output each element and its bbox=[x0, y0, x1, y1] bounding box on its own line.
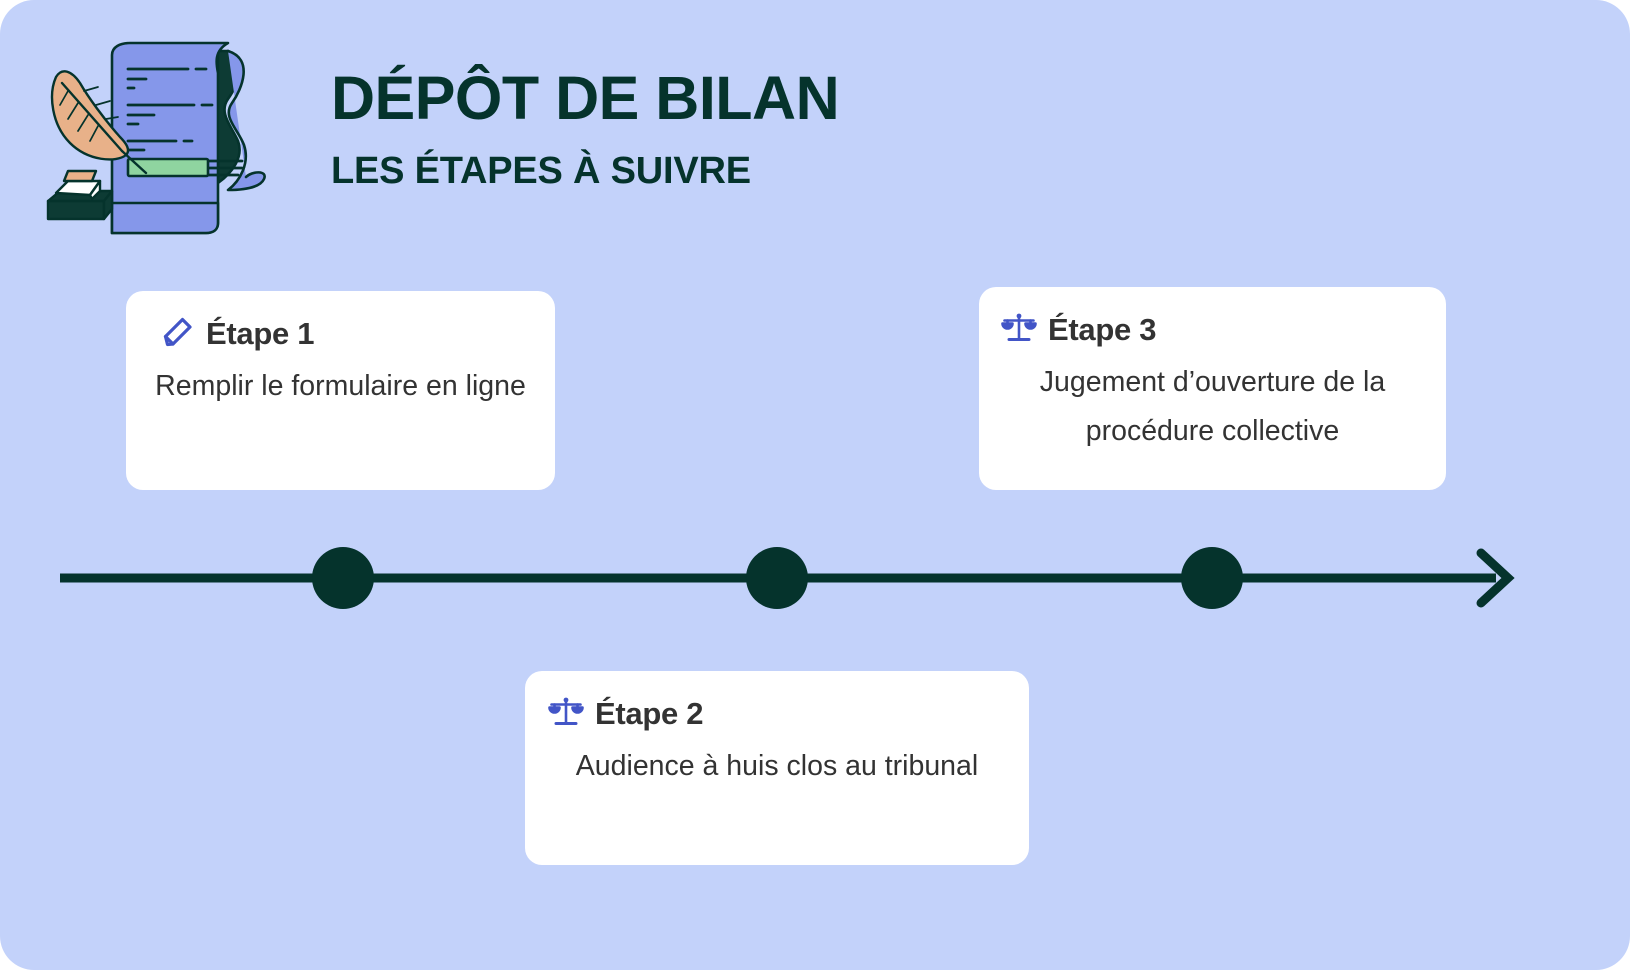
step-card-2: Étape 2 Audience à huis clos au tribunal bbox=[525, 671, 1029, 865]
header: DÉPÔT DE BILAN LES ÉTAPES À SUIVRE bbox=[331, 66, 1231, 192]
scales-of-justice-icon bbox=[1000, 310, 1038, 348]
timeline-dot-1 bbox=[312, 547, 374, 609]
step-card-1: Étape 1 Remplir le formulaire en ligne bbox=[126, 291, 555, 490]
timeline-dot-2 bbox=[746, 547, 808, 609]
step-card-3-body: Jugement d’ouverture de la procédure col… bbox=[1039, 366, 1386, 448]
timeline bbox=[0, 520, 1630, 640]
scales-of-justice-icon bbox=[547, 694, 585, 732]
step-card-1-header: Étape 1 bbox=[126, 291, 555, 352]
timeline-dot-3 bbox=[1181, 547, 1243, 609]
step-card-2-body: Audience à huis clos au tribunal bbox=[575, 750, 979, 782]
step-card-3-title: Étape 3 bbox=[1048, 311, 1157, 347]
step-card-3: Étape 3 Jugement d’ouverture de la procé… bbox=[979, 287, 1446, 490]
scroll-quill-inkwell-illustration bbox=[42, 33, 292, 238]
page-title: DÉPÔT DE BILAN bbox=[331, 64, 840, 132]
step-card-2-title: Étape 2 bbox=[595, 695, 704, 731]
step-card-1-title: Étape 1 bbox=[206, 315, 315, 351]
timeline-arrowhead bbox=[1476, 548, 1515, 608]
step-card-1-body: Remplir le formulaire en ligne bbox=[155, 370, 526, 402]
pencil-icon bbox=[158, 314, 196, 352]
step-card-2-header: Étape 2 bbox=[525, 671, 1029, 732]
step-card-3-header: Étape 3 bbox=[979, 287, 1446, 348]
page-subtitle: LES ÉTAPES À SUIVRE bbox=[331, 150, 751, 193]
